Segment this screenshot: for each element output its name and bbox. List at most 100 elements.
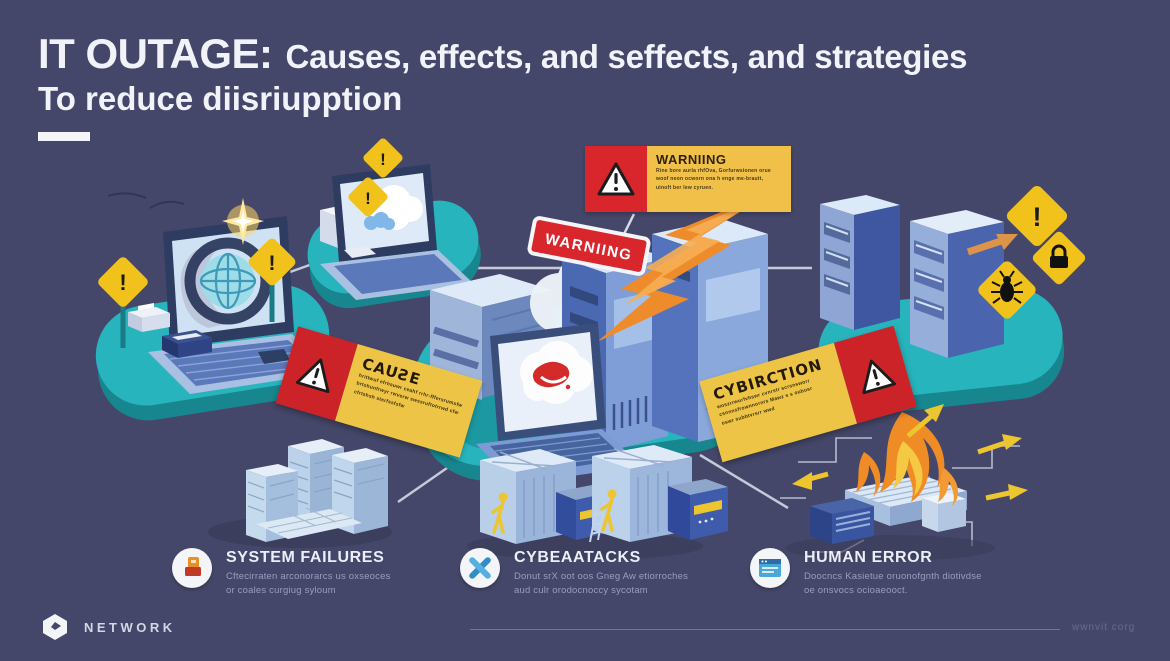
tool-bar [469, 557, 491, 579]
grid-line [285, 511, 317, 527]
mesh-line [199, 267, 257, 295]
flame-small [856, 452, 881, 497]
grid-line [866, 484, 945, 501]
worker-figure [491, 492, 508, 534]
exclamation-dot [312, 380, 316, 385]
dark-server-box [810, 498, 874, 544]
left-printer-dark [162, 330, 212, 358]
bay-strips [915, 244, 943, 311]
bay-strip [825, 277, 849, 287]
dot [710, 517, 714, 521]
bug-body [1000, 282, 1014, 302]
trace [798, 437, 872, 463]
exclamation-icon: ! [365, 189, 371, 208]
flame-inner [893, 441, 923, 496]
flame-cube [938, 468, 959, 506]
stripe [247, 481, 265, 489]
stripe [333, 479, 353, 487]
tower-top [820, 195, 900, 215]
box-front [556, 492, 576, 540]
figure-leg [606, 512, 614, 532]
triangle [295, 358, 330, 394]
footer-website: wwnvit corg [1072, 622, 1136, 633]
window-line [762, 571, 774, 573]
cross-line [499, 451, 549, 471]
bolt-inner [625, 200, 758, 305]
legend-item-human-error: HUMAN ERROR Doocncs Kasietue oruonofgnth… [750, 548, 982, 598]
scratch-marks [107, 192, 185, 209]
cloud-puff [383, 218, 395, 230]
yellow-arrowhead [924, 404, 944, 422]
bug-leg [992, 297, 1001, 304]
legend-text: CYBEAATACKS Donut srX oot oos Gneg Aw et… [514, 548, 688, 598]
lock-shackle [1051, 244, 1067, 256]
legend-desc-line: Donut srX oot oos Gneg Aw etiorroches [514, 571, 689, 582]
icon-base [185, 567, 201, 576]
side-stripes [523, 474, 555, 538]
bay-strip [825, 251, 849, 261]
stripe [333, 491, 353, 499]
rack-bay [432, 326, 480, 348]
stripe [289, 461, 309, 469]
cross-line [613, 448, 665, 467]
logo-notch [51, 622, 61, 630]
figure-leg [497, 514, 505, 534]
triangle [862, 359, 897, 395]
spread-arrows [792, 404, 1028, 501]
bay-strip [915, 244, 943, 255]
dot [704, 519, 708, 523]
browser-window-icon [759, 559, 781, 577]
bug-antenna [1009, 270, 1015, 278]
server-top [592, 445, 692, 469]
flat-panel [256, 507, 362, 539]
bug-leg [991, 281, 1001, 287]
window-line [762, 567, 778, 569]
key-row [185, 358, 307, 374]
exclamation-bar [314, 368, 320, 379]
warning-callout-body: WARNIING Rine bore aurla rhfOva, Gorfurw… [647, 146, 791, 212]
tower-top [288, 439, 344, 454]
human-error-icon [750, 548, 790, 588]
bug-leg [1013, 297, 1022, 304]
exclamation-icon: ! [380, 150, 386, 169]
title-block: IT OUTAGE: Causes, effects, and seffects… [38, 30, 1038, 141]
grille [835, 517, 871, 526]
bay-strip [825, 225, 849, 235]
yellow-arrowhead [1002, 434, 1022, 450]
legend-desc-line: or coales curgiug syloum [226, 584, 336, 596]
rack-bay [432, 348, 480, 370]
sign-plate [527, 216, 651, 276]
box-top [668, 479, 728, 495]
bay-strip [915, 300, 943, 311]
bug-icon [991, 270, 1023, 304]
lock-body-icon [1050, 256, 1068, 268]
figure-head [498, 492, 508, 502]
legend-desc-line: aud culr orodocnoccy sycotam [514, 584, 648, 596]
tower-side [854, 205, 900, 330]
warning-callout: WARNIING Rine bore aurla rhfOva, Gorfurw… [585, 146, 791, 212]
title-rest: Causes, effects, and seffects, and strat… [285, 38, 968, 75]
tower-top [332, 448, 388, 463]
tower-top [652, 219, 768, 250]
printer-top [128, 307, 170, 318]
brand-name: NETWORK [84, 619, 176, 635]
bay-strips [825, 225, 849, 287]
bug-antenna [999, 270, 1005, 278]
laptop-keyboard [334, 254, 462, 294]
grid-line [305, 507, 337, 523]
legend-item-cyberattacks: CYBEAATACKS Donut srX oot oos Gneg Aw et… [460, 548, 688, 598]
exclamation-dot [614, 187, 618, 191]
key-row [169, 344, 293, 360]
cube-side [938, 499, 966, 532]
legend-desc: Donut srX oot oos Gneg Aw etiorroches au… [514, 570, 688, 598]
mid-warning-signs: ! ! [348, 138, 403, 217]
worker-figure [600, 489, 617, 532]
cyberaction-banner: CYBIRCTION woszrrwurfvhswr cvnrstr scrsn… [699, 325, 917, 463]
legend-item-system-failures: SYSTEM FAILURES Cftecirraten arconorarcs… [172, 548, 391, 598]
crossed-tools-icon [469, 557, 491, 579]
orange-arrow [966, 236, 1006, 256]
stripe [247, 493, 265, 501]
cyberattack-icon [460, 548, 500, 588]
server-small-box [668, 479, 728, 540]
